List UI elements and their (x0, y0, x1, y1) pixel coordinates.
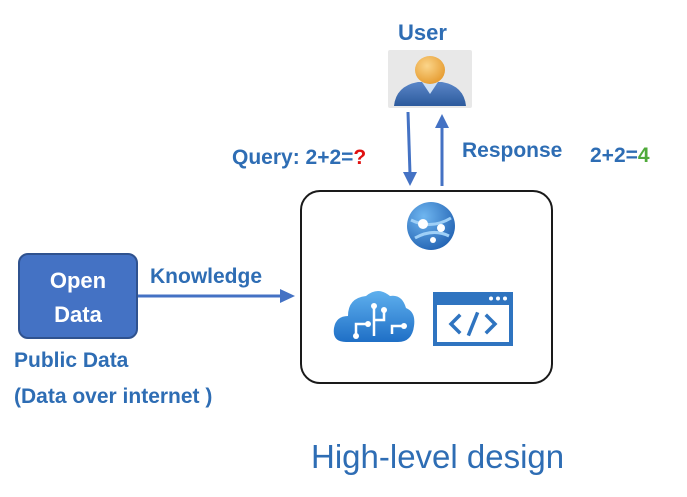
code-window-icon (433, 292, 513, 346)
public-data-subtitle: (Data over internet ) (14, 385, 213, 408)
user-label: User (398, 20, 447, 45)
query-label: Query: 2+2=? (232, 146, 366, 170)
cloud-circuit-icon (333, 291, 415, 342)
system-box (300, 190, 553, 384)
globe-network-icon (407, 202, 455, 250)
query-expression: Query: 2+2= (232, 146, 354, 169)
open-data-line1: Open (49, 268, 107, 293)
diagram-caption: High-level design (311, 438, 565, 475)
open-data-line2: Data (54, 302, 102, 327)
response-result: 2+2=4 (590, 144, 650, 168)
open-data-box: Open Data (18, 253, 138, 339)
result-value: 4 (637, 144, 650, 167)
result-expression: 2+2= (590, 144, 638, 167)
query-arrow (403, 111, 417, 186)
knowledge-label: Knowledge (150, 265, 263, 288)
response-arrow (435, 114, 449, 186)
public-data-label: Public Data (14, 349, 129, 372)
user-avatar-icon (388, 50, 472, 108)
response-label: Response (462, 139, 563, 162)
query-unknown: ? (353, 146, 367, 169)
knowledge-arrow (138, 289, 295, 303)
